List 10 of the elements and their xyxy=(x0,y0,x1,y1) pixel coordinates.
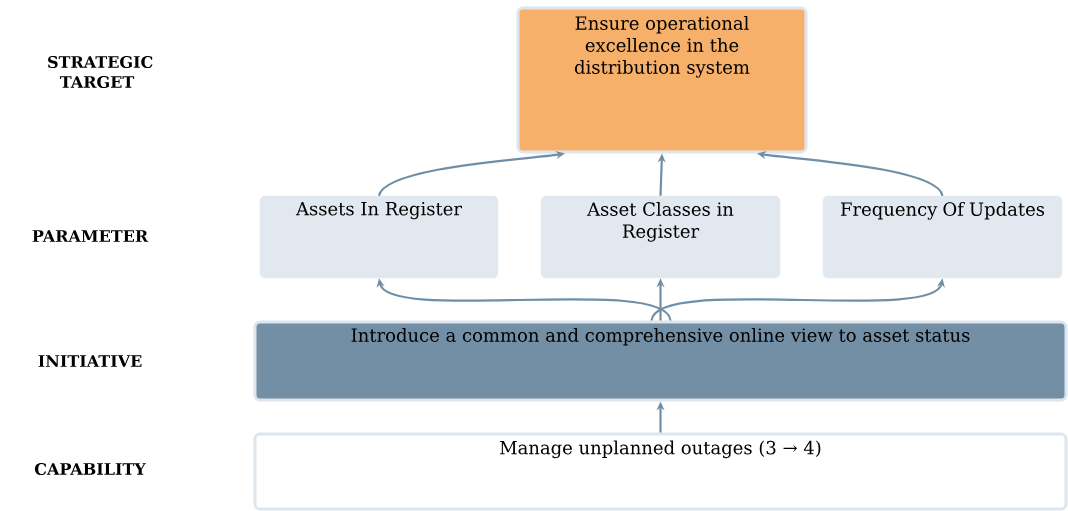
row-label: CAPABILITY xyxy=(34,462,146,476)
row-label: PARAMETER xyxy=(32,230,149,242)
parameter-box: Assets In Register xyxy=(259,195,499,279)
capability-box: Manage unplanned outages (3 → 4) xyxy=(253,432,1068,511)
target-box: Ensure operational excellence in the distribution system xyxy=(516,6,808,154)
parameter-box: Asset Classes in Register xyxy=(540,195,781,279)
row-label: INITIATIVE xyxy=(38,355,142,367)
parameter-box: Frequency Of Updates xyxy=(822,195,1063,279)
initiative-box: Introduce a common and comprehensive online view to asset status xyxy=(253,320,1068,402)
row-label: STRATEGIC TARGET xyxy=(48,55,153,89)
